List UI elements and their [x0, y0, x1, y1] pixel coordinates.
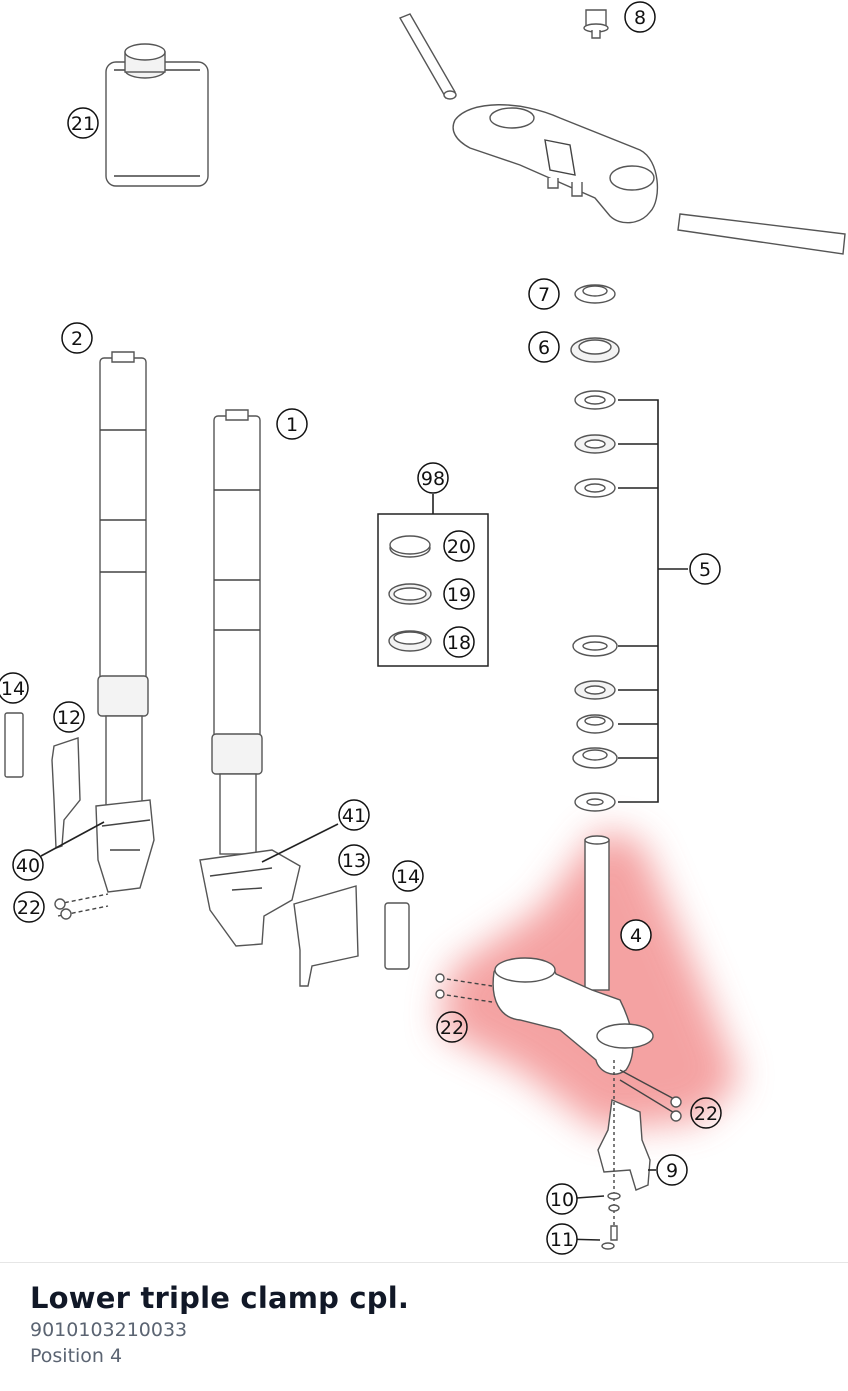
- callout-11[interactable]: 11: [546, 1223, 578, 1255]
- callout-21[interactable]: 21: [67, 107, 99, 139]
- fork-leg-1: [199, 409, 301, 947]
- callout-22-right[interactable]: 22: [690, 1097, 722, 1129]
- callout-5-label: 5: [699, 559, 711, 581]
- callout-7-label: 7: [538, 284, 550, 306]
- part-number: 9010103210033: [30, 1319, 188, 1341]
- callout-1[interactable]: 1: [276, 408, 308, 440]
- callout-22-right-label: 22: [694, 1103, 718, 1125]
- screws-11: [601, 1225, 618, 1250]
- callout-22-left[interactable]: 22: [13, 891, 45, 923]
- pad-14-right: [384, 902, 410, 970]
- callout-7[interactable]: 7: [528, 278, 560, 310]
- callout-12[interactable]: 12: [53, 701, 85, 733]
- callout-13-label: 13: [342, 850, 366, 872]
- callout-14-right-label: 14: [396, 866, 420, 888]
- pad-14-left: [4, 712, 24, 778]
- callout-8[interactable]: 8: [624, 1, 656, 33]
- callout-2[interactable]: 2: [61, 322, 93, 354]
- position-label: Position 4: [30, 1345, 123, 1367]
- kit-98-box: [377, 494, 489, 667]
- guard-12: [51, 737, 81, 849]
- callout-19[interactable]: 19: [443, 578, 475, 610]
- upper-triple-clamp: [398, 9, 846, 255]
- callout-9-label: 9: [666, 1160, 678, 1182]
- bearing-stack: [570, 284, 688, 812]
- callout-19-label: 19: [447, 584, 471, 606]
- callout-9[interactable]: 9: [656, 1154, 688, 1186]
- callout-40-label: 40: [16, 855, 40, 877]
- callout-22-mid-label: 22: [440, 1017, 464, 1039]
- callout-98-label: 98: [421, 468, 445, 490]
- callout-98[interactable]: 98: [417, 462, 449, 494]
- fork-leg-2: [95, 351, 155, 893]
- callout-13[interactable]: 13: [338, 844, 370, 876]
- callout-11-label: 11: [550, 1229, 574, 1251]
- callout-10[interactable]: 10: [546, 1183, 578, 1215]
- callout-21-label: 21: [71, 113, 95, 135]
- callout-14-left-label: 14: [1, 678, 25, 700]
- guard-13: [293, 885, 359, 987]
- callout-20[interactable]: 20: [443, 530, 475, 562]
- callout-8-label: 8: [634, 7, 646, 29]
- callout-5[interactable]: 5: [689, 553, 721, 585]
- callout-41[interactable]: 41: [338, 799, 370, 831]
- callout-4-label: 4: [630, 925, 642, 947]
- part-title: Lower triple clamp cpl.: [30, 1281, 410, 1315]
- callout-18[interactable]: 18: [443, 626, 475, 658]
- callout-14-right[interactable]: 14: [392, 860, 424, 892]
- callout-20-label: 20: [447, 536, 471, 558]
- callout-40[interactable]: 40: [12, 849, 44, 881]
- callout-22-mid[interactable]: 22: [436, 1011, 468, 1043]
- callout-12-label: 12: [57, 707, 81, 729]
- callout-18-label: 18: [447, 632, 471, 654]
- part-21-oil-can: [105, 43, 209, 187]
- exploded-parts-diagram: 8 21 7 6 2 1 98 20 19 18 5 14 12 41 13 1…: [0, 1, 846, 1255]
- callout-22-left-label: 22: [17, 897, 41, 919]
- callout-14-left[interactable]: 14: [0, 672, 29, 704]
- callout-10-label: 10: [550, 1189, 574, 1211]
- callout-2-label: 2: [71, 328, 83, 350]
- callout-41-label: 41: [342, 805, 366, 827]
- washers-10: [607, 1192, 621, 1212]
- callout-4[interactable]: 4: [620, 919, 652, 951]
- callout-6-label: 6: [538, 337, 550, 359]
- lower-triple-clamp: [435, 835, 682, 1122]
- bolts-22-left: [54, 893, 109, 920]
- callout-6[interactable]: 6: [528, 331, 560, 363]
- part-info-panel: Lower triple clamp cpl. 9010103210033 Po…: [0, 1262, 848, 1391]
- callout-1-label: 1: [286, 414, 298, 436]
